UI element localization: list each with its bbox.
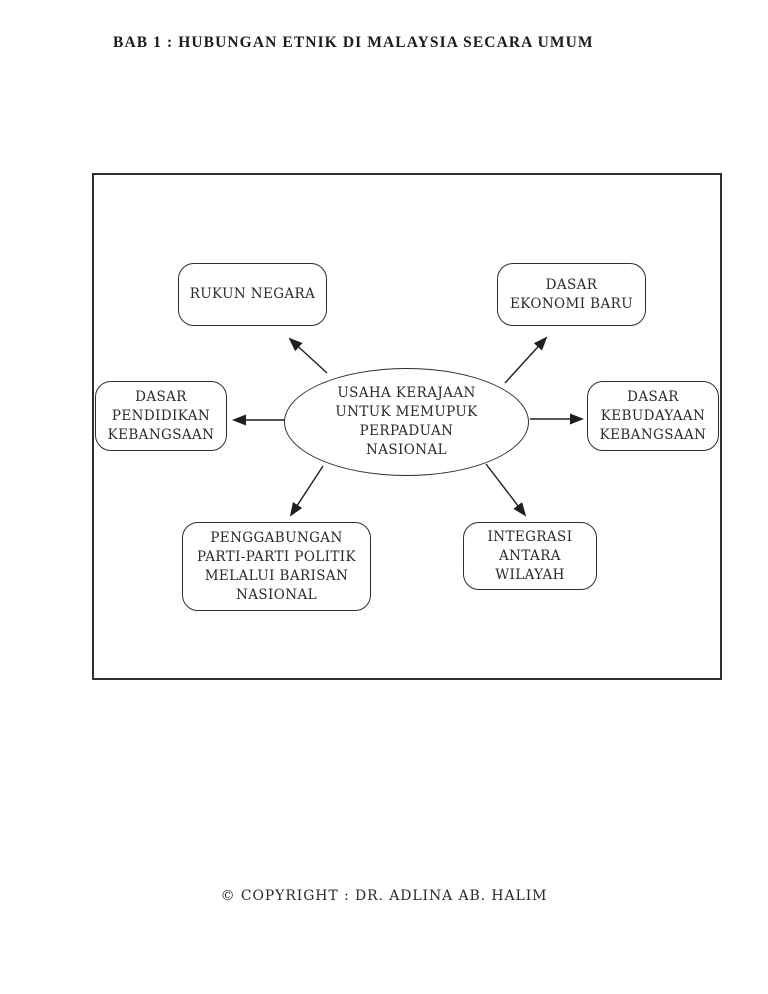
node-dasar-pendidikan-kebangsaan: DASAR PENDIDIKAN KEBANGSAAN [95,381,227,451]
copyright-footer: © COPYRIGHT : DR. ADLINA AB. HALIM [220,888,548,904]
page-title: BAB 1 : HUBUNGAN ETNIK DI MALAYSIA SECAR… [113,34,594,51]
node-label-dasar-pendidikan-kebangsaan: DASAR PENDIDIKAN KEBANGSAAN [107,388,215,443]
node-integrasi-antara-wilayah: INTEGRASI ANTARA WILAYAH [463,522,597,590]
center-node-label: USAHA KERAJAAN UNTUK MEMUPUK PERPADUAN N… [335,385,478,458]
node-label-penggabungan-parti-politik: PENGGABUNGAN PARTI-PARTI POLITIK MELALUI… [196,529,357,603]
center-node-usaha-kerajaan: USAHA KERAJAAN UNTUK MEMUPUK PERPADUAN N… [284,368,529,476]
node-dasar-kebudayaan-kebangsaan: DASAR KEBUDAYAAN KEBANGSAAN [587,381,719,451]
node-dasar-ekonomi-baru: DASAR EKONOMI BARU [497,263,646,326]
node-label-integrasi-antara-wilayah: INTEGRASI ANTARA WILAYAH [487,528,573,583]
node-label-dasar-kebudayaan-kebangsaan: DASAR KEBUDAYAAN KEBANGSAAN [599,388,707,443]
node-rukun-negara: RUKUN NEGARA [178,263,327,326]
node-label-rukun-negara: RUKUN NEGARA [189,286,316,302]
node-label-dasar-ekonomi-baru: DASAR EKONOMI BARU [510,276,633,312]
node-penggabungan-parti-politik: PENGGABUNGAN PARTI-PARTI POLITIK MELALUI… [182,522,371,611]
